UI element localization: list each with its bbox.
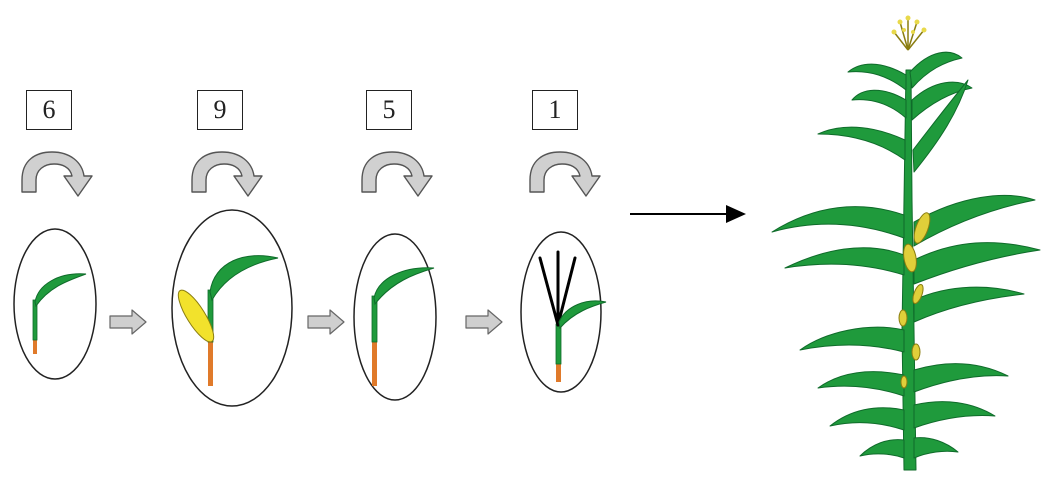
repeat-arrow-icon-3	[361, 151, 433, 197]
phytomer-count-3: 5	[382, 95, 396, 124]
transition-arrow-icon-1	[109, 309, 147, 335]
repeat-arrow-icon-1	[21, 151, 93, 197]
phytomer-ellipse-1	[13, 228, 97, 380]
phytomer-count-4: 1	[548, 95, 562, 124]
phytomer-count-box-3: 5	[366, 90, 412, 130]
phytomer-count-box-2: 9	[197, 90, 243, 130]
phytomer-count-2: 9	[213, 95, 227, 124]
phytomer-ellipse-3	[353, 233, 437, 401]
phytomer-ellipse-4	[520, 231, 607, 393]
transition-arrow-icon-2	[307, 309, 345, 335]
repeat-arrow-icon-2	[191, 151, 263, 197]
phytomer-count-box-4: 1	[532, 90, 578, 130]
final-arrow-icon	[630, 205, 746, 223]
repeat-arrow-icon-4	[529, 151, 601, 197]
phytomer-ellipse-2	[171, 209, 293, 407]
maize-plant-illustration	[771, 15, 1041, 471]
phytomer-count-1: 6	[42, 95, 56, 124]
phytomer-count-box-1: 6	[26, 90, 72, 130]
transition-arrow-icon-3	[465, 309, 503, 335]
